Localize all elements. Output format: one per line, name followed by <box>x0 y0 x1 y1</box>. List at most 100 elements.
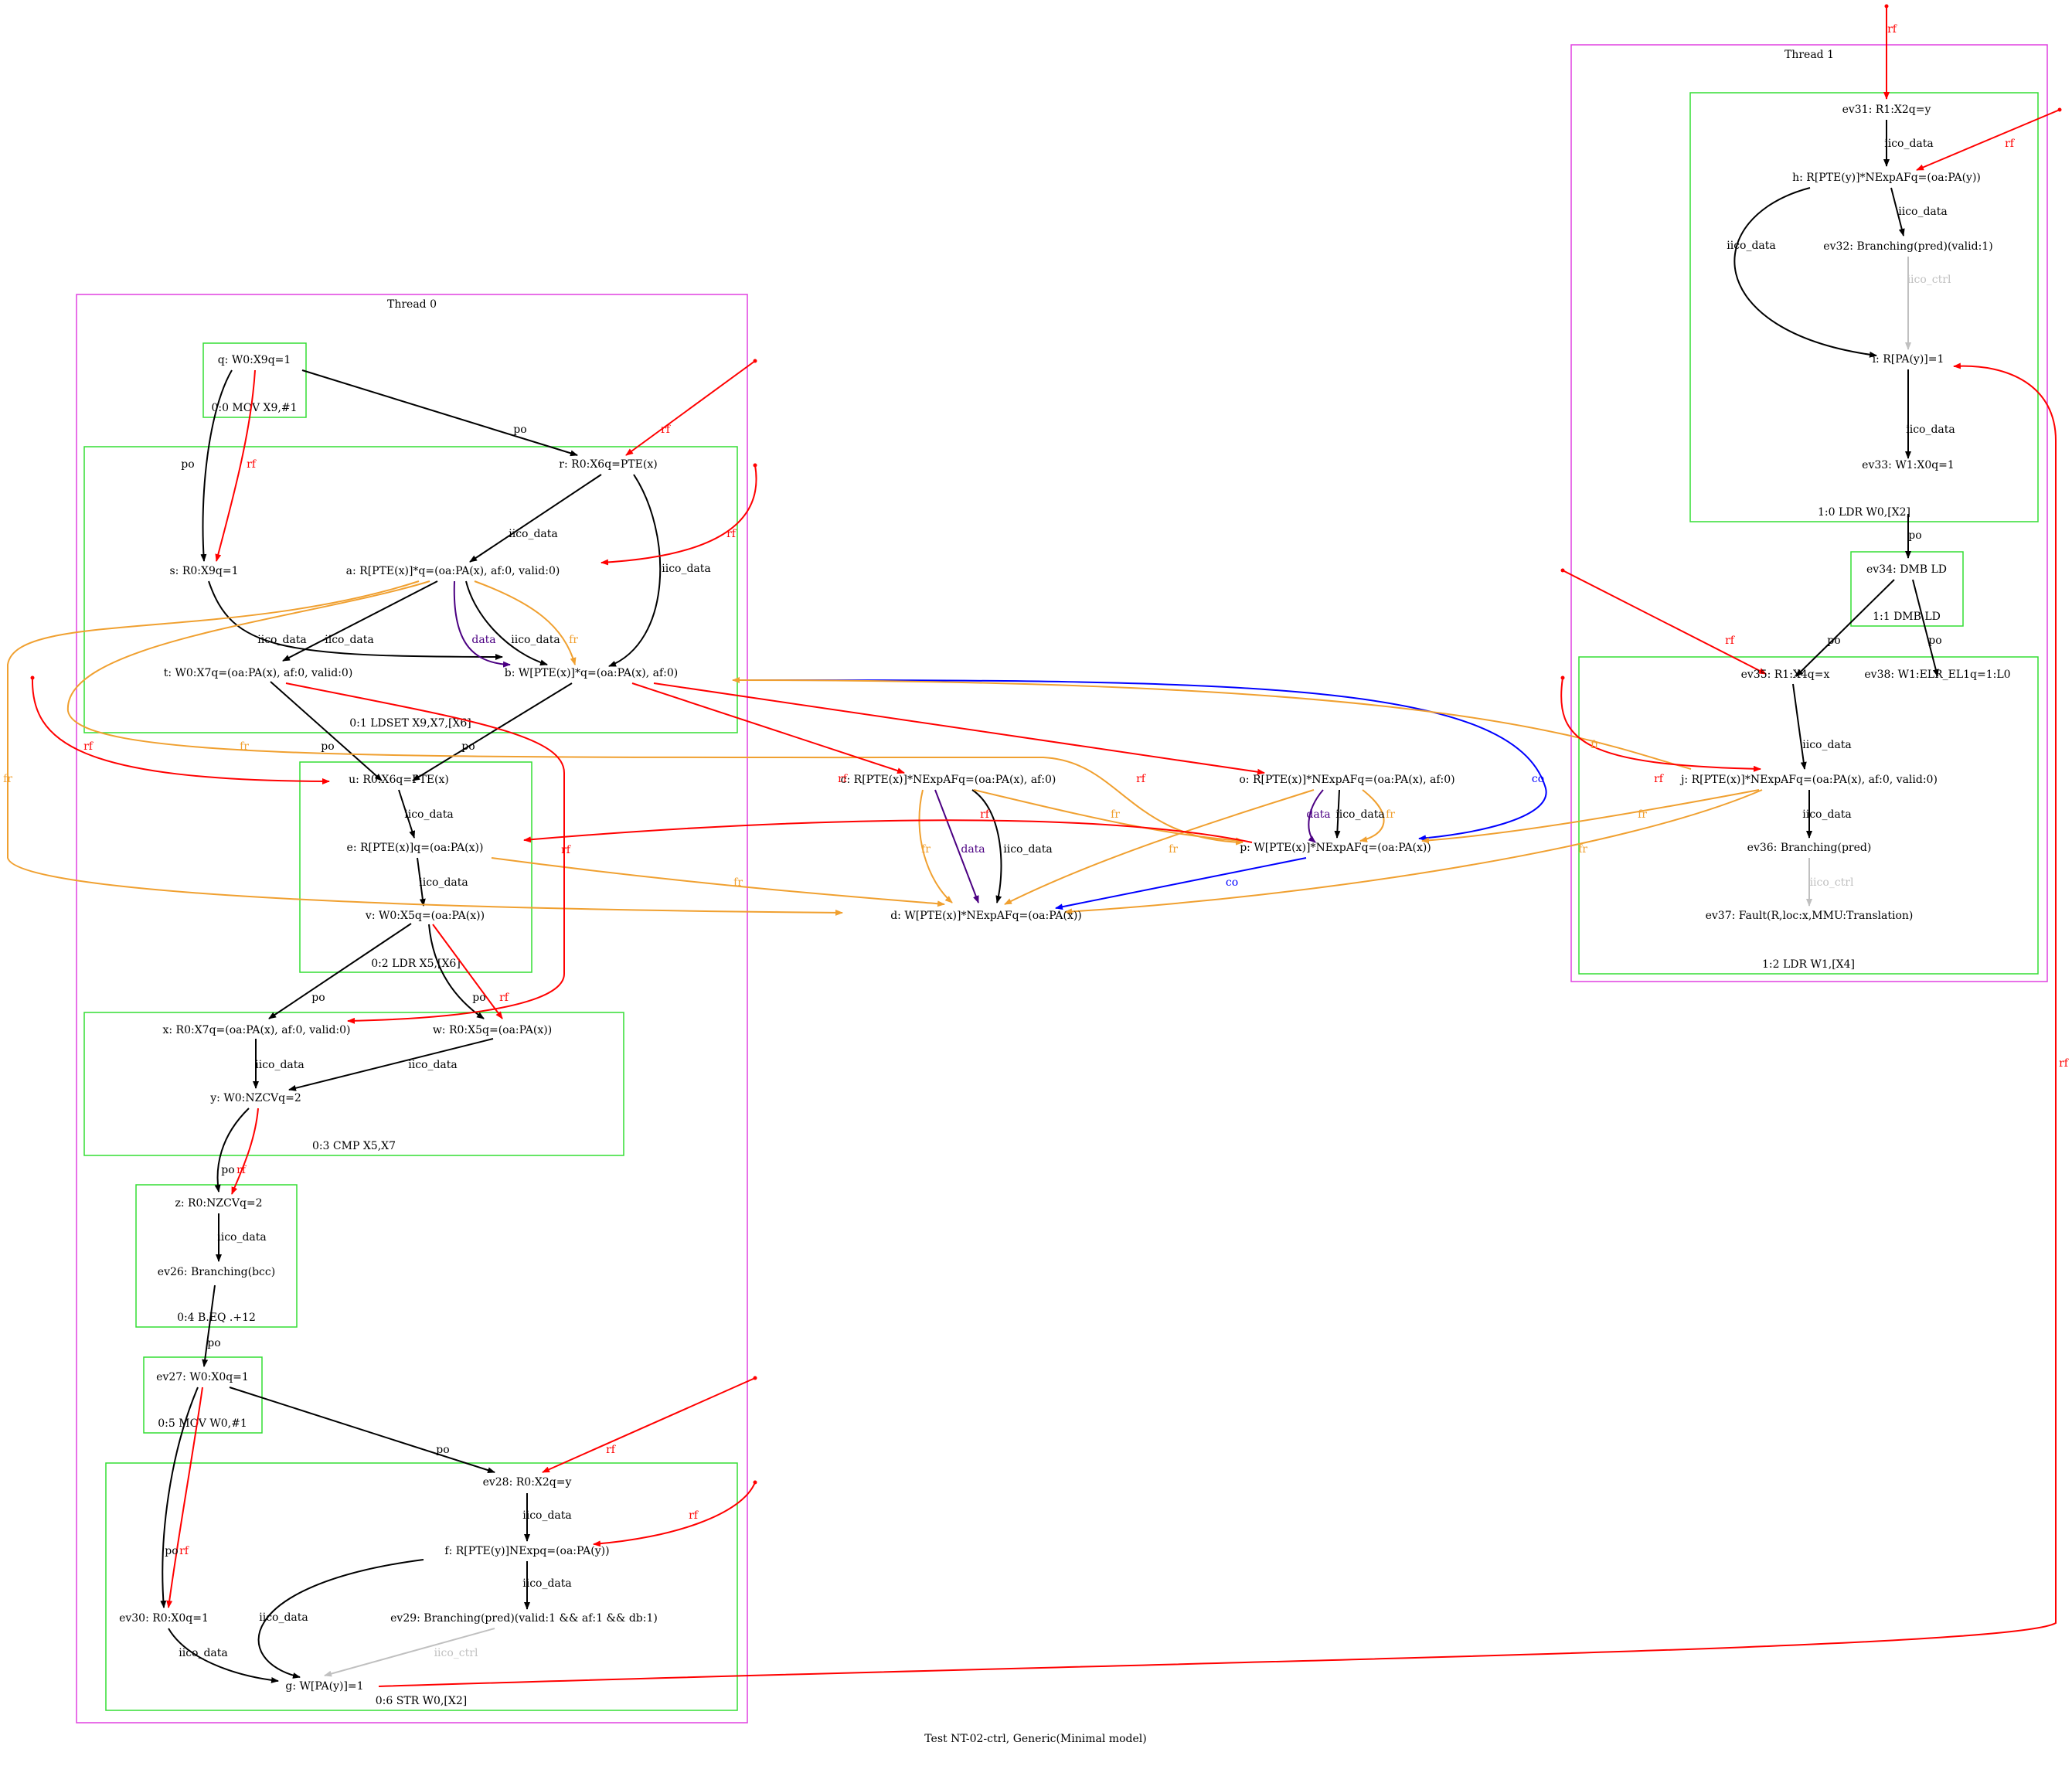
edge-label-po: po <box>1928 635 1941 647</box>
edge-iico-e-v <box>417 857 426 907</box>
edge-label-rf: rf <box>726 528 737 540</box>
edge-label-po: po <box>1908 529 1921 542</box>
edge-label-fr: fr <box>240 740 249 753</box>
instr-0-3-label: 0:3 CMP X5,X7 <box>312 1140 396 1152</box>
edge-iico-f-g <box>257 1559 424 1679</box>
edge-fr-o-d <box>1004 789 1315 905</box>
edge-label-po: po <box>221 1164 234 1176</box>
edge-label-po: po <box>207 1337 220 1349</box>
edge-po-v-w <box>428 924 485 1019</box>
thread-1-box <box>1570 44 2048 982</box>
node-b: b: W[PTE(x)]*q=(oa:PA(x), af:0) <box>505 667 678 679</box>
thread-0-title: Thread 0 <box>387 298 437 311</box>
edge-rf-b-o <box>653 682 1265 775</box>
thread-1-title: Thread 1 <box>1785 49 1834 61</box>
edge-po-ev34-ev35 <box>1795 579 1895 677</box>
edge-label-iico-data: iico_data <box>662 563 711 575</box>
edge-label-iico-data: iico_data <box>408 1059 458 1071</box>
edge-fr-c-d <box>918 789 953 903</box>
edge-label-po: po <box>311 992 325 1004</box>
edge-rf-init-ev35 <box>1562 570 1767 675</box>
edge-label-iico-data: iico_data <box>522 1509 572 1522</box>
edge-rf-y-z <box>231 1108 259 1195</box>
edge-label-iico-data: iico_data <box>511 634 560 646</box>
node-ev29: ev29: Branching(pred)(valid:1 && af:1 &&… <box>390 1612 658 1625</box>
edge-label-iico-data: iico_data <box>1898 206 1948 218</box>
edge-rf-ev27-ev30 <box>166 1387 203 1608</box>
instr-1-1-label: 1:1 DMB LD <box>1873 611 1941 623</box>
edge-rf-init-f <box>593 1482 756 1547</box>
edge-label-fr: fr <box>1169 843 1178 856</box>
instr-box-0-0 <box>202 342 307 418</box>
edge-label-iico-data: iico_data <box>325 634 374 646</box>
node-ev35: ev35: R1:X4q=x <box>1741 669 1830 681</box>
edge-label-co: co <box>1532 773 1544 785</box>
edge-rf-t-x <box>285 682 565 1024</box>
edge-po-t-u <box>270 681 383 781</box>
edge-iico-s-b <box>208 580 503 660</box>
edge-label-iico-data: iico_data <box>419 876 468 889</box>
node-ev38: ev38: W1:ELR_EL1q=1:L0 <box>1864 669 2010 681</box>
node-ev31: ev31: R1:X2q=y <box>1842 104 1931 116</box>
init-dot <box>1884 4 1889 9</box>
instr-0-2-label: 0:2 LDR X5,[X6] <box>371 958 461 970</box>
node-c: c: R[PTE(x)]*NExpAFq=(oa:PA(x), af:0) <box>841 774 1056 786</box>
init-dot <box>2057 107 2062 112</box>
edge-label-iico-data: iico_data <box>1884 138 1934 150</box>
edge-rf-g-i <box>378 362 2057 1687</box>
edge-label-po: po <box>181 458 194 471</box>
instr-0-5-label: 0:5 MOV W0,#1 <box>158 1417 247 1430</box>
node-w: w: R0:X5q=(oa:PA(x)) <box>433 1024 552 1036</box>
edge-label-rf: rf <box>2005 138 2016 150</box>
edge-rf-p-e <box>523 819 1253 843</box>
instr-0-4-label: 0:4 B.EQ .+12 <box>177 1312 256 1324</box>
edge-label-fr: fr <box>1591 739 1600 751</box>
edge-iico-r-a <box>469 474 602 563</box>
edge-label-iico-data: iico_data <box>259 1611 308 1624</box>
edge-label-rf: rf <box>561 844 572 856</box>
edge-label-fr: fr <box>1578 843 1587 856</box>
node-r: r: R0:X6q=PTE(x) <box>559 458 657 471</box>
edge-po-ev27-ev30 <box>160 1387 199 1608</box>
edge-data-c-d <box>934 789 979 903</box>
edge-iico-h-i <box>1733 187 1877 358</box>
edge-data-a-b <box>453 580 511 668</box>
edge-label-fr: fr <box>1638 808 1647 821</box>
init-dot <box>753 463 757 468</box>
edge-label-iico-data: iico_data <box>217 1231 267 1244</box>
node-u: u: R0:X6q=PTE(x) <box>349 774 449 786</box>
instr-1-0-label: 1:0 LDR W0,[X2] <box>1818 506 1910 519</box>
node-ev33: ev33: W1:X0q=1 <box>1862 459 1955 471</box>
node-y: y: W0:NZCVq=2 <box>209 1092 301 1104</box>
edge-po-b-u <box>412 682 573 781</box>
edge-label-iico-data: iico_data <box>1802 808 1852 821</box>
edge-label-iico-data: iico_data <box>509 528 558 540</box>
edge-label-iico-data: iico_data <box>1003 843 1053 856</box>
instr-1-2-label: 1:2 LDR W1,[X4] <box>1762 958 1855 971</box>
edge-rf-init-r <box>625 360 756 456</box>
edge-fr-j-d <box>1064 789 1763 915</box>
edge-label-iico-data: iico_data <box>257 634 307 646</box>
edge-fr-c-p <box>973 789 1244 844</box>
edge-fr-a-b <box>474 580 577 665</box>
node-ev32: ev32: Branching(pred)(valid:1) <box>1823 240 1992 253</box>
instr-box-0-6 <box>105 1462 738 1711</box>
node-z: z: R0:NZCVq=2 <box>175 1197 262 1210</box>
node-ev30: ev30: R0:X0q=1 <box>119 1612 209 1625</box>
edge-co-b-p <box>732 679 1547 842</box>
edge-po-y-z <box>214 1108 250 1193</box>
node-o: o: R[PTE(x)]*NExpAFq=(oa:PA(x), af:0) <box>1239 774 1454 786</box>
edge-label-rf: rf <box>247 458 257 471</box>
init-dot <box>30 675 35 680</box>
edge-ctrl-ev29-g <box>324 1628 495 1677</box>
instr-0-0-label: 0:0 MOV X9,#1 <box>211 402 297 414</box>
edge-iico-a-b <box>465 580 548 666</box>
edge-label-rf: rf <box>1887 23 1898 36</box>
edge-label-rf: rf <box>606 1444 617 1456</box>
edge-label-rf: rf <box>838 773 849 785</box>
edge-po-q-r <box>301 369 578 457</box>
edge-label-rf: rf <box>2059 1057 2070 1070</box>
node-d: d: W[PTE(x)]*NExpAFq=(oa:PA(x)) <box>890 910 1082 922</box>
edge-label-po: po <box>461 740 475 753</box>
node-j: j: R[PTE(x)]*NExpAFq=(oa:PA(x), af:0, va… <box>1679 774 1938 786</box>
